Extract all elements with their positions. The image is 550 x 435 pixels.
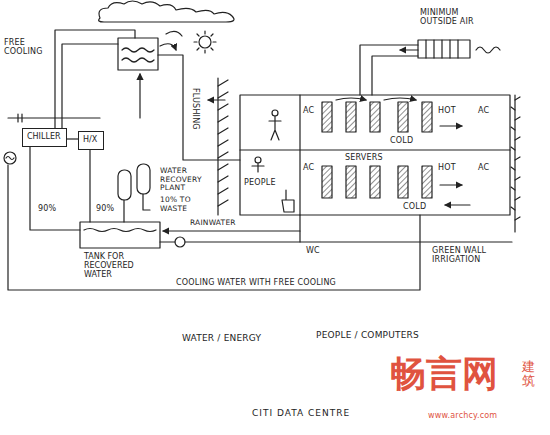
node-label: CHILLER xyxy=(27,132,62,141)
sketch-label: SERVERS xyxy=(345,153,383,162)
sketch-label: WATER RECOVERY PLANT xyxy=(160,167,216,193)
sketch-label: FREE COOLING xyxy=(4,38,54,56)
sketch-label: PEOPLE / COMPUTERS xyxy=(316,330,419,340)
sketch-label: WC xyxy=(306,246,320,255)
diagram-title: CITI DATA CENTRE xyxy=(252,408,350,418)
sketch-label: 90% xyxy=(96,204,114,213)
recovered-water-tank: TANK FOR RECOVERED WATER xyxy=(80,222,160,248)
watermark-text: 建筑 xyxy=(522,360,535,389)
node-label: H/X xyxy=(83,135,99,144)
sketch-label: 10% TO WASTE xyxy=(160,196,202,213)
sketch-label: WATER / ENERGY xyxy=(182,333,261,343)
watermark-text: www.archcy.com xyxy=(428,411,497,420)
sketch-label: COOLING WATER WITH FREE COOLING xyxy=(176,278,336,287)
sketch-label: GREEN WALL IRRIGATION xyxy=(432,246,508,264)
sketch-label: AC xyxy=(478,163,489,172)
heat-exchanger-box: H/X xyxy=(78,131,104,150)
pipe-connector xyxy=(67,138,78,139)
sketch-label: COLD xyxy=(403,202,426,211)
sketch-label: HOT xyxy=(438,163,456,172)
sketch-label: RAINWATER xyxy=(190,219,236,228)
sketch-label: AC xyxy=(478,106,489,115)
chiller-box: CHILLER xyxy=(22,128,67,147)
sketch-label: PEOPLE xyxy=(244,178,276,187)
sketch-label: COLD xyxy=(390,136,413,145)
sketch-label: FLUSHING xyxy=(191,88,200,130)
sketch-label: AC xyxy=(303,106,314,115)
watermark-text: 畅言网 xyxy=(390,356,499,392)
node-label: TANK FOR RECOVERED WATER xyxy=(84,252,160,280)
sketch-label: HOT xyxy=(438,106,456,115)
sketch-label: MINIMUM OUTSIDE AIR xyxy=(420,8,490,26)
sketch-label: 90% xyxy=(38,204,56,213)
sketch-label: AC xyxy=(303,163,314,172)
